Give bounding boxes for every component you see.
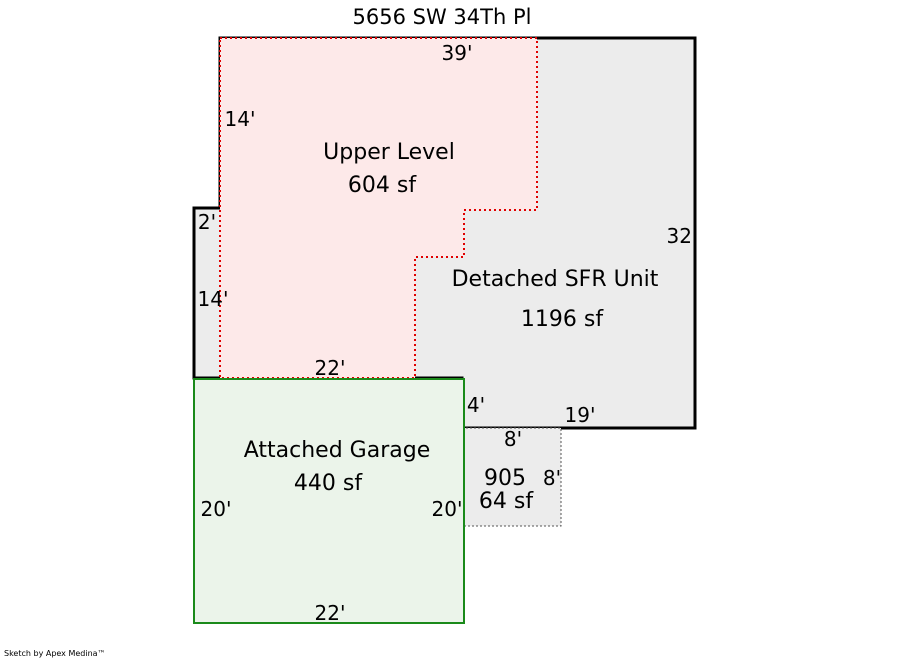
dim-bottom-right: 19' bbox=[565, 403, 596, 427]
area-905-size: 64 sf bbox=[479, 489, 534, 514]
upper-level-size: 604 sf bbox=[348, 173, 417, 198]
dim-garage-right: 20' bbox=[432, 497, 463, 521]
area-905-outline bbox=[461, 427, 562, 527]
dim-right: 32' bbox=[667, 224, 698, 248]
dim-left-lower: 14' bbox=[198, 287, 229, 311]
dim-left-upper: 14' bbox=[225, 107, 256, 131]
address-title: 5656 SW 34Th Pl bbox=[353, 5, 532, 29]
dim-905-right: 8' bbox=[543, 466, 561, 490]
area-905-name: 905 bbox=[484, 466, 526, 491]
garage-size: 440 sf bbox=[294, 471, 363, 496]
sketch-credit: Sketch by Apex Medina™ bbox=[4, 649, 106, 658]
sfr-unit-name: Detached SFR Unit bbox=[452, 267, 659, 292]
upper-level-outline bbox=[219, 37, 538, 379]
dim-garage-bottom: 22' bbox=[315, 601, 346, 625]
attached-garage-outline bbox=[193, 378, 465, 624]
dim-left-step: 2' bbox=[198, 210, 216, 234]
dim-top: 39' bbox=[442, 41, 473, 65]
dim-905-top: 8' bbox=[504, 427, 522, 451]
dim-garage-left: 20' bbox=[201, 497, 232, 521]
dim-step: 4' bbox=[467, 393, 485, 417]
dim-mid: 22' bbox=[315, 356, 346, 380]
upper-level-name: Upper Level bbox=[323, 140, 455, 165]
sfr-unit-size: 1196 sf bbox=[521, 307, 604, 332]
garage-name: Attached Garage bbox=[244, 438, 430, 463]
